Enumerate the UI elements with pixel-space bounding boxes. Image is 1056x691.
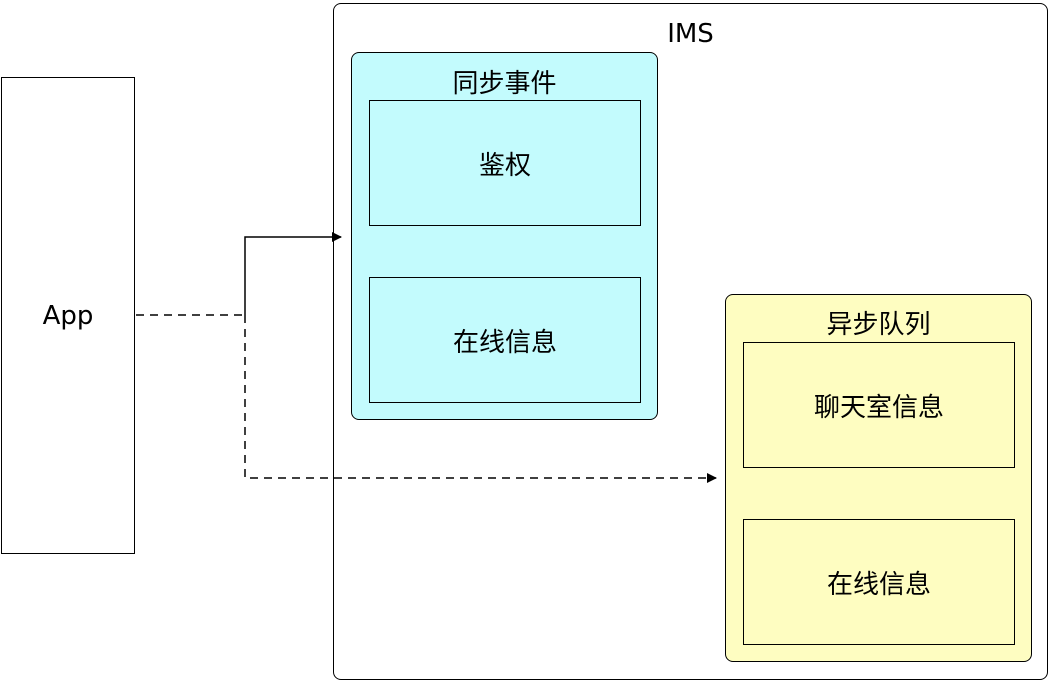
async-item-online-info: 在线信息 (743, 519, 1015, 645)
app-label: App (42, 300, 94, 331)
async-queue-group: 异步队列 聊天室信息 在线信息 (725, 294, 1032, 662)
sync-item-auth: 鉴权 (369, 100, 641, 226)
edge-app-to-sync (244, 232, 342, 315)
async-item-chatroom-info: 聊天室信息 (743, 342, 1015, 468)
async-item-online-info-label: 在线信息 (826, 569, 931, 600)
sync-item-online-info-label: 在线信息 (452, 327, 557, 358)
sync-events-group: 同步事件 鉴权 在线信息 (351, 52, 658, 420)
app-node: App (1, 77, 135, 554)
async-queue-title: 异步队列 (826, 310, 931, 340)
sync-item-online-info: 在线信息 (369, 277, 641, 403)
sync-item-auth-label: 鉴权 (478, 150, 531, 181)
sync-events-title: 同步事件 (452, 69, 557, 99)
async-item-chatroom-info-label: 聊天室信息 (813, 392, 944, 423)
ims-title: IMS (667, 19, 714, 49)
